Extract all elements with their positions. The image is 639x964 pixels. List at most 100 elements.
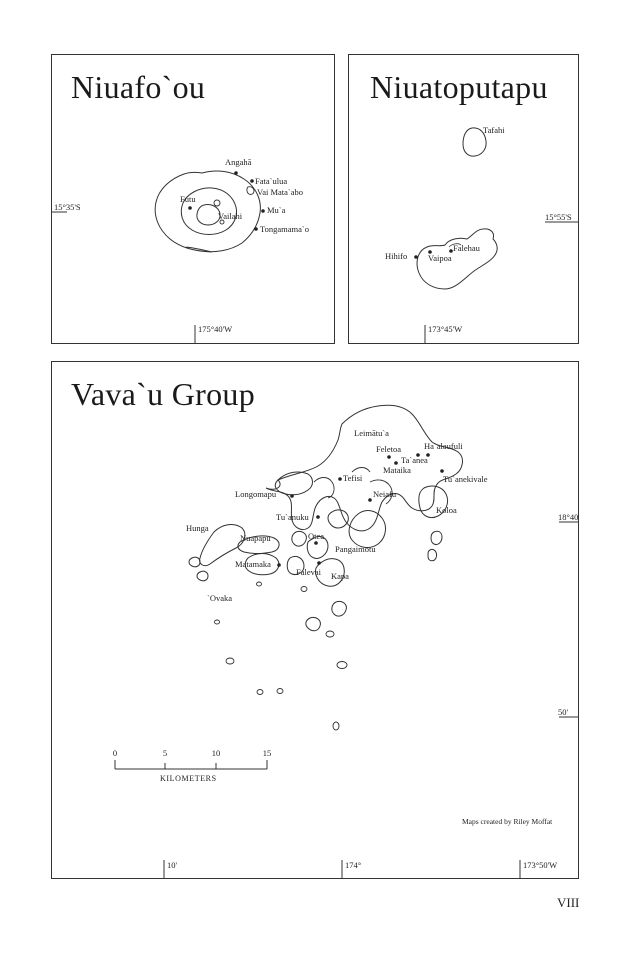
- islet: [276, 688, 284, 694]
- tafahi-island: [462, 127, 487, 157]
- scale-tick-label: 0: [112, 748, 118, 758]
- village-dot-angaha: [234, 171, 238, 175]
- longitude-label: 173°45'W: [428, 324, 463, 334]
- village-dot-otea: [314, 541, 318, 545]
- place-label-leimatua: Leimātu`a: [354, 428, 389, 438]
- vavau-main-island: [265, 404, 463, 532]
- channel-line: [313, 477, 335, 499]
- scale-tick-label: 5: [162, 748, 168, 758]
- niuafoou-caldera-rim: [180, 187, 237, 235]
- island-inner-line: [448, 243, 462, 248]
- scale-tick-label: 10: [211, 748, 221, 758]
- islet: [214, 619, 220, 625]
- place-label-kapa: Kapa: [331, 571, 349, 581]
- place-label-mua: Mu`a: [267, 205, 286, 215]
- islet: [256, 689, 264, 695]
- place-label-falevai: Falevai: [296, 567, 322, 577]
- place-label-longomapu: Longomapu: [235, 489, 277, 499]
- islet: [332, 721, 340, 731]
- central-islet: [306, 535, 329, 559]
- village-dot-vaipoa: [428, 250, 432, 254]
- map-panel-vavau: Vava`u Group: [51, 361, 579, 879]
- village-dot-tuanuku: [316, 515, 320, 519]
- place-label-vailahi: Vailahi: [218, 211, 243, 221]
- nuapapu-island: [237, 535, 280, 554]
- village-dot-tuanekivale: [440, 469, 444, 473]
- matamaka-island: [244, 553, 280, 576]
- map-credit: Maps created by Riley Moffat: [462, 817, 553, 826]
- place-label-otea: Otea: [308, 531, 325, 541]
- pangaimotu-island: [348, 510, 386, 548]
- longitude-label: 175°40'W: [198, 324, 233, 334]
- scale-unit-label: KILOMETERS: [160, 774, 217, 783]
- islet: [300, 586, 308, 592]
- latitude-label: 18°40'S: [558, 512, 579, 522]
- place-label-neiafu: Neiafu: [373, 489, 397, 499]
- longitude-label: 173°50'W: [523, 860, 558, 870]
- village-dot-matamaka: [277, 563, 281, 567]
- lake-islet: [219, 219, 225, 225]
- village-dot-taanea: [416, 453, 420, 457]
- scale-bar: [114, 760, 268, 770]
- kapa-island: [315, 558, 345, 587]
- village-dot-longomapu: [290, 494, 294, 498]
- panel-title: Niuatoputapu: [370, 69, 548, 105]
- niuafoou-island-outline: [154, 170, 261, 253]
- panel-title: Niuafo`ou: [71, 69, 206, 105]
- islet: [325, 630, 335, 638]
- village-dot-falehau: [449, 249, 453, 253]
- latitude-label: 15°35'S: [54, 202, 81, 212]
- place-label-tefisi: Tefisi: [343, 473, 363, 483]
- niuatoputapu-island: [416, 228, 498, 290]
- islet: [336, 661, 348, 669]
- lake-islet: [213, 199, 221, 207]
- place-label-angaha: Angahā: [225, 157, 252, 167]
- niuafoou-map: [52, 170, 265, 343]
- islet: [331, 601, 347, 617]
- islet: [256, 581, 262, 587]
- map-panel-niuatoputapu: Niuatoputapu Tafahi Falehau Hihifo Vaipo…: [348, 54, 579, 344]
- otea-islet: [291, 531, 307, 547]
- vavau-map: [114, 404, 578, 878]
- village-dot-mataika: [394, 461, 398, 465]
- islet: [305, 617, 321, 632]
- place-label-falehau: Falehau: [453, 243, 480, 253]
- village-dot-haalaufuli: [426, 453, 430, 457]
- latitude-label: 15°55'S: [545, 212, 572, 222]
- hunga-island: [199, 524, 246, 567]
- place-label-nuapapu: Nuapapu: [240, 533, 271, 543]
- longitude-label: 10': [167, 860, 178, 870]
- village-dot-feletoa: [387, 455, 391, 459]
- place-label-tongamamao: Tongamama`o: [260, 224, 309, 234]
- village-dot-hihifo: [414, 255, 418, 259]
- place-label-futaulua: Fata`ulua: [255, 176, 288, 186]
- place-label-pangaimotu: Pangaimotu: [335, 544, 376, 554]
- village-dot-mua: [261, 209, 265, 213]
- village-dot-tongamamao: [254, 227, 258, 231]
- place-label-futu: Futu: [180, 194, 196, 204]
- east-islet: [430, 530, 443, 545]
- vaimataabo-lake: [246, 186, 255, 195]
- page-number: VIII: [557, 895, 580, 910]
- panel-title: Vava`u Group: [71, 376, 255, 412]
- place-label-feletoa: Feletoa: [376, 444, 402, 454]
- central-islet: [327, 509, 349, 529]
- village-dot-futaulua: [250, 179, 254, 183]
- place-label-koloa: Koloa: [436, 505, 457, 515]
- ovaka-islet: [196, 570, 209, 582]
- village-dot-futu: [188, 206, 192, 210]
- village-dot-tefisi: [338, 477, 342, 481]
- vailahi-lake: [196, 204, 221, 226]
- place-label-ovaka: `Ovaka: [207, 593, 233, 603]
- place-label-tuanuku: Tu`anuku: [276, 512, 309, 522]
- place-label-tuanekivale: Tu`anekivale: [443, 474, 488, 484]
- scale-tick-label: 15: [262, 748, 272, 758]
- west-arm: [274, 471, 313, 496]
- east-islet: [427, 549, 437, 562]
- place-label-mataika: Mataika: [383, 465, 411, 475]
- falevai-islet: [286, 555, 305, 575]
- latitude-label: 50': [558, 707, 569, 717]
- place-label-vaipoa: Vaipoa: [428, 253, 452, 263]
- place-label-hunga: Hunga: [186, 523, 209, 533]
- place-label-hihifo: Hihifo: [385, 251, 408, 261]
